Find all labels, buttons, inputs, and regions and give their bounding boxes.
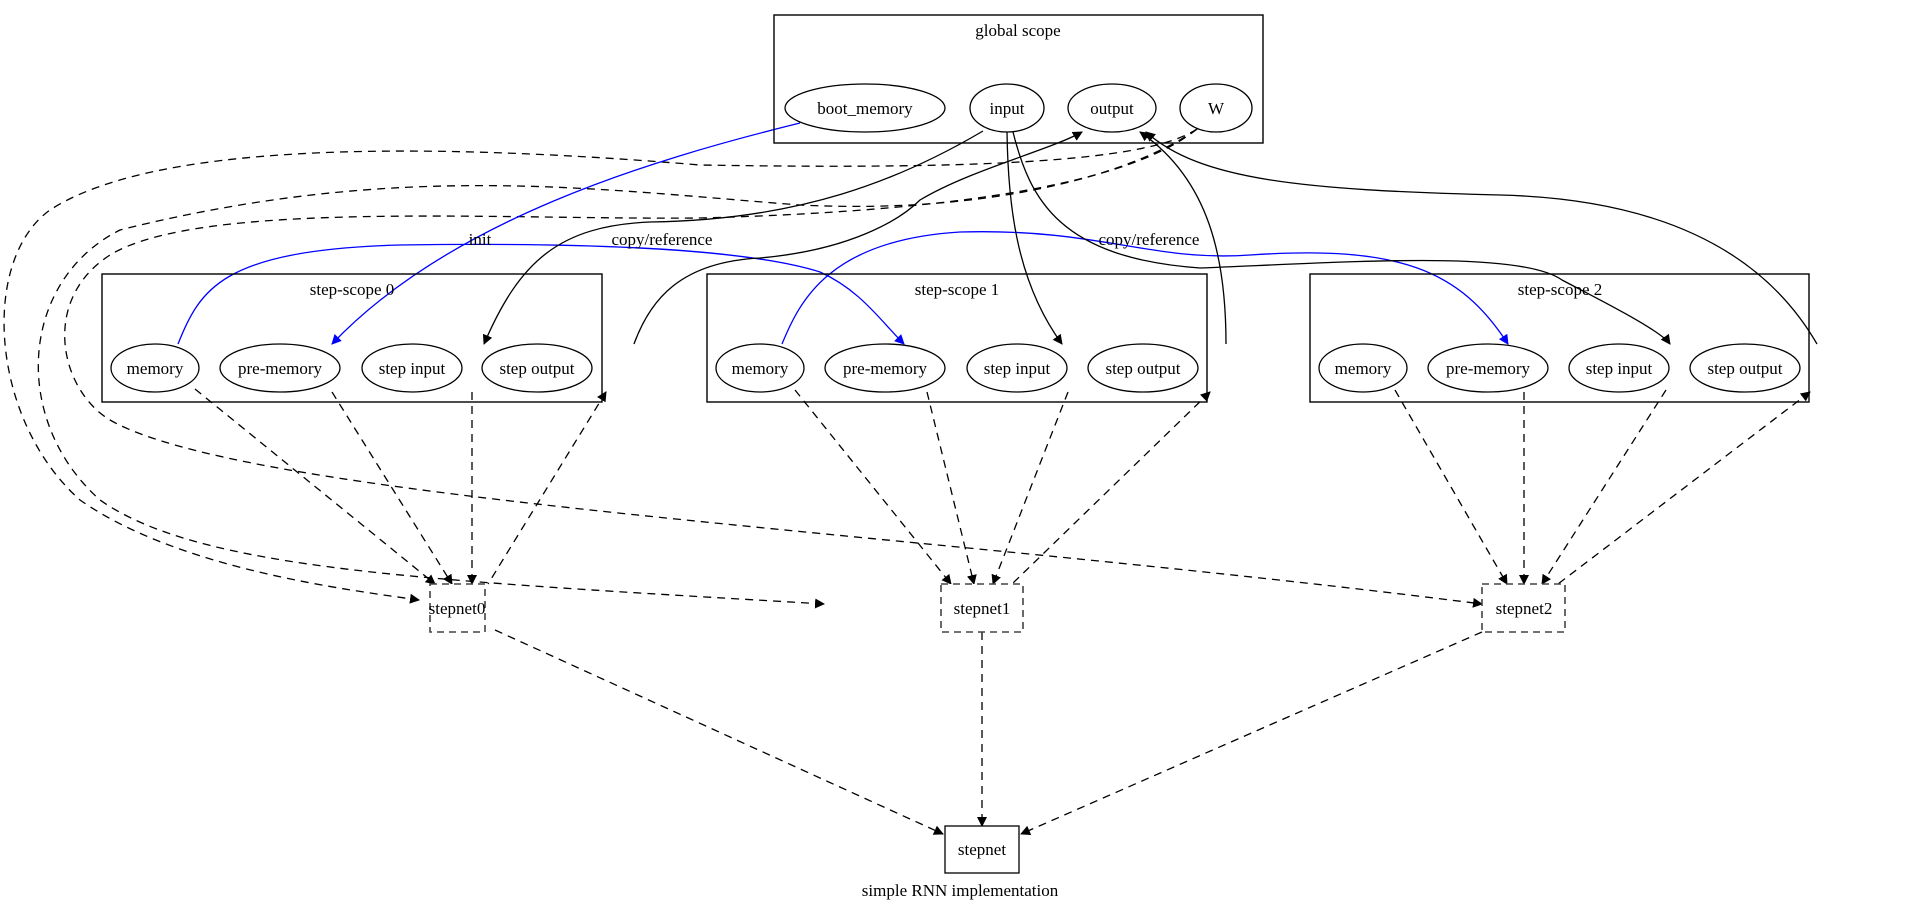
node-label: W [1208, 99, 1225, 118]
node-output[interactable]: output [1067, 83, 1157, 133]
cluster-title: step-scope 1 [915, 280, 1000, 299]
node-label: memory [1335, 359, 1392, 378]
edge-pre-memory1-stepnet1 [926, 391, 977, 585]
node-pre-memory-2[interactable]: pre-memory [1427, 343, 1549, 393]
node-label: step input [984, 359, 1051, 378]
node-step-output-2[interactable]: step output [1689, 343, 1801, 393]
cluster-step-scope-2: step-scope 2 memory pre-memory step inpu… [1309, 273, 1810, 403]
node-label: boot_memory [817, 99, 913, 118]
edge-boot-memory-pre-memory0 [331, 122, 801, 345]
node-label: pre-memory [238, 359, 323, 378]
node-label: pre-memory [1446, 359, 1531, 378]
edge-step-output0-stepnet0 [487, 391, 607, 585]
node-memory-1[interactable]: memory [715, 343, 805, 393]
edge-input-step-input2 [1012, 131, 1671, 345]
node-memory-0[interactable]: memory [110, 343, 200, 393]
cluster-step-scope-1: step-scope 1 memory pre-memory step inpu… [706, 273, 1208, 403]
node-step-input-0[interactable]: step input [361, 343, 463, 393]
edge-w-stepnet2 [64, 128, 1483, 608]
edge-memory1-pre-memory2 [781, 231, 1509, 345]
node-memory-2[interactable]: memory [1318, 343, 1408, 393]
edge-step-output2-output [1145, 131, 1818, 345]
node-label: step input [1586, 359, 1653, 378]
edge-memory0-pre-memory1 [177, 243, 905, 345]
edge-step-output0-output [633, 131, 1083, 345]
node-label: step output [1707, 359, 1782, 378]
node-w[interactable]: W [1179, 83, 1253, 133]
node-stepnet0[interactable]: stepnet0 [429, 583, 486, 633]
node-step-output-1[interactable]: step output [1087, 343, 1199, 393]
edge-input-step-input0 [482, 130, 984, 345]
edge-pre-memory0-stepnet0 [331, 391, 453, 585]
node-label: stepnet0 [429, 599, 486, 618]
node-label: memory [127, 359, 184, 378]
node-boot-memory[interactable]: boot_memory [784, 83, 946, 133]
node-step-input-1[interactable]: step input [966, 343, 1068, 393]
cluster-global-scope: global scope boot_memory input output W [773, 14, 1264, 144]
edge-step-output2-stepnet2 [1557, 391, 1811, 585]
edge-step-input2-stepnet2 [1541, 389, 1667, 585]
node-label: step output [499, 359, 574, 378]
node-label: step input [379, 359, 446, 378]
edge-memory0-stepnet0 [194, 388, 436, 585]
edge-label-copy-reference-0: copy/reference [612, 230, 713, 249]
edge-label-copy-reference-1: copy/reference [1099, 230, 1200, 249]
cluster-title: step-scope 2 [1518, 280, 1603, 299]
node-stepnet1[interactable]: stepnet1 [940, 583, 1024, 633]
node-pre-memory-1[interactable]: pre-memory [824, 343, 946, 393]
node-label: stepnet [958, 840, 1006, 859]
node-stepnet2[interactable]: stepnet2 [1481, 583, 1566, 633]
edge-input-step-input1 [1006, 131, 1063, 345]
edge-step-input1-stepnet1 [991, 391, 1069, 585]
edge-label-init: init [469, 230, 492, 249]
edges [3, 122, 1818, 835]
edge-step-output1-stepnet1 [1011, 391, 1211, 585]
cluster-step-scope-0: step-scope 0 memory pre-memory step inpu… [101, 273, 603, 403]
node-pre-memory-0[interactable]: pre-memory [219, 343, 341, 393]
cluster-title: global scope [975, 21, 1060, 40]
node-stepnet[interactable]: stepnet [944, 825, 1020, 874]
diagram-caption: simple RNN implementation [862, 881, 1059, 900]
edge-stepnet0-stepnet [494, 629, 944, 835]
edge-stepnet2-stepnet [1020, 631, 1483, 835]
node-label: stepnet1 [954, 599, 1011, 618]
node-step-output-0[interactable]: step output [481, 343, 593, 393]
node-step-input-2[interactable]: step input [1568, 343, 1670, 393]
node-input[interactable]: input [969, 83, 1045, 133]
edge-step-output1-output [1139, 131, 1227, 345]
node-label: pre-memory [843, 359, 928, 378]
node-label: stepnet2 [1496, 599, 1553, 618]
edge-memory1-stepnet1 [794, 389, 952, 585]
node-label: output [1090, 99, 1134, 118]
edge-memory2-stepnet2 [1394, 389, 1508, 585]
cluster-title: step-scope 0 [310, 280, 395, 299]
node-label: memory [732, 359, 789, 378]
node-label: input [990, 99, 1025, 118]
node-label: step output [1105, 359, 1180, 378]
edge-w-stepnet0 [3, 128, 1198, 604]
